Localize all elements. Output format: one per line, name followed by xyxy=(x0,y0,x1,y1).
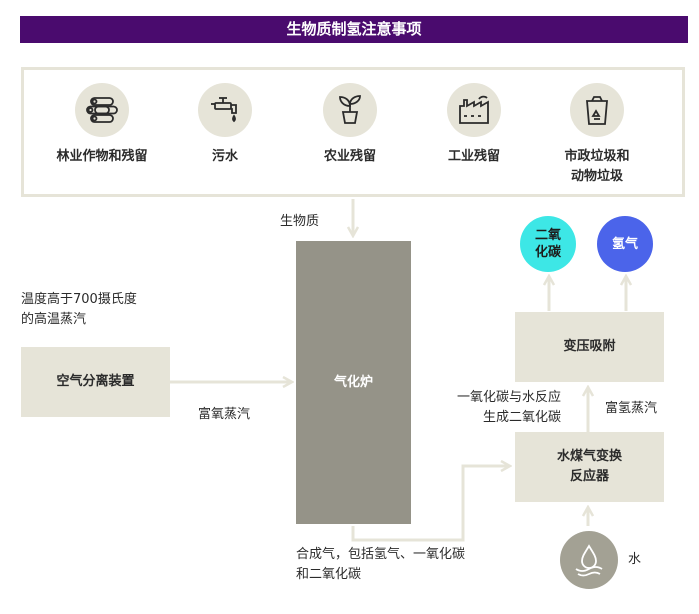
arrow-syngas-to-wgs xyxy=(351,466,510,542)
source-industrial: 工业残留 xyxy=(414,83,534,167)
psa-label: 变压吸附 xyxy=(563,339,616,354)
source-label-line2: 动物垃圾 xyxy=(570,169,623,184)
water-gas-shift-reactor: 水煤气变换 反应器 xyxy=(515,432,664,502)
source-label: 污水 xyxy=(211,149,238,164)
source-wastewater: 污水 xyxy=(165,83,285,167)
water-label: 水 xyxy=(628,552,642,567)
biomass-sources-panel xyxy=(21,67,685,197)
source-label: 林业作物和残留 xyxy=(56,149,148,164)
air-separation-unit: 空气分离装置 xyxy=(21,347,170,417)
source-label: 工业残留 xyxy=(447,149,500,164)
source-label-line1: 市政垃圾和 xyxy=(564,149,630,164)
air-separation-label: 空气分离装置 xyxy=(56,374,135,389)
co2-label-line1: 二氧 xyxy=(534,228,561,243)
log-pile-icon xyxy=(75,83,129,137)
source-label: 农业残留 xyxy=(323,149,376,164)
syngas-label-line1: 合成气，包括氢气、一氧化碳 xyxy=(296,547,466,562)
temperature-label-line1: 温度高于700摄氏度 xyxy=(21,292,137,307)
co-reaction-label-line1: 一氧化碳与水反应 xyxy=(456,390,561,405)
gasifier: 气化炉 xyxy=(296,241,411,524)
recycle-bin-icon xyxy=(570,83,624,137)
wgs-label-line1: 水煤气变换 xyxy=(556,449,622,464)
hydrogen-label: 氢气 xyxy=(611,236,638,252)
factory-icon xyxy=(447,83,501,137)
co-reaction-label-line2: 生成二氧化碳 xyxy=(482,410,561,425)
rich-hydrogen-steam-label: 富氢蒸汽 xyxy=(605,401,658,416)
page-title: 生物质制氢注意事项 xyxy=(20,16,688,43)
source-agricultural: 农业残留 xyxy=(290,83,410,167)
syngas-label-line2: 和二氧化碳 xyxy=(296,567,362,582)
water-drop-icon xyxy=(560,531,618,589)
source-forestry: 林业作物和残留 xyxy=(42,83,162,167)
biomass-label: 生物质 xyxy=(280,214,320,229)
co2-label-line2: 化碳 xyxy=(534,245,561,260)
rich-oxygen-steam-label: 富氧蒸汽 xyxy=(198,407,251,422)
faucet-icon xyxy=(198,83,252,137)
temperature-label-line2: 的高温蒸汽 xyxy=(21,312,87,327)
source-municipal: 市政垃圾和 动物垃圾 xyxy=(537,83,657,187)
co2-output: 二氧 化碳 xyxy=(520,216,576,272)
pressure-swing-adsorption: 变压吸附 xyxy=(515,312,664,382)
hydrogen-output: 氢气 xyxy=(597,216,653,272)
gasifier-label: 气化炉 xyxy=(333,374,373,390)
plant-pot-icon xyxy=(323,83,377,137)
wgs-label-line2: 反应器 xyxy=(569,469,609,484)
